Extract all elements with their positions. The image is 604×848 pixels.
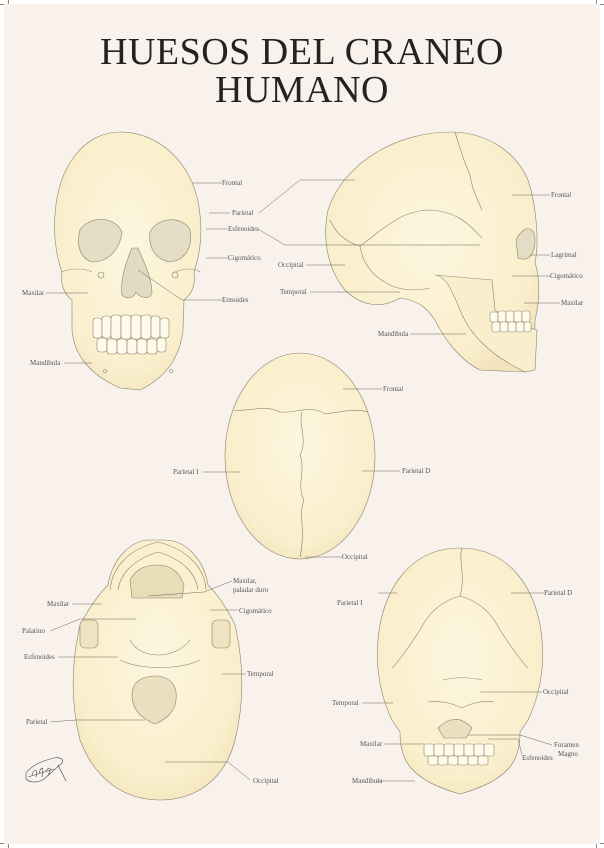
label-superior-occipital: Occipital [342, 553, 368, 561]
label-posterior-parietal-i: Parietal I [337, 599, 363, 607]
label-frontal-maxilar: Maxilar [22, 289, 45, 297]
crop-mark [600, 4, 604, 5]
skull-inferior-view [72, 539, 243, 801]
label-posterior-temporal: Temporal [332, 699, 359, 707]
skull-frontal-view [54, 131, 202, 391]
label-inferior-maxilar-paladar-1: Maxilar, [233, 577, 257, 585]
crop-mark [596, 0, 597, 4]
skull-lateral-view [325, 131, 540, 373]
label-inferior-esfenoides: Esfenoides [24, 653, 55, 661]
label-posterior-esfenoides: Esfenoides [522, 754, 553, 762]
crop-mark [600, 843, 604, 844]
label-frontal-frontal: Frontal [222, 179, 243, 187]
label-frontal-parietal: Parietal [232, 209, 254, 217]
poster-title-line2: HUMANO [215, 69, 389, 111]
label-frontal-esfenoides: Esfenoides [228, 225, 259, 233]
skull-posterior-view [377, 547, 543, 795]
label-inferior-parietal: Parietal [26, 718, 48, 726]
label-inferior-maxilar-paladar-2: paladar duro [233, 586, 269, 594]
label-posterior-mandibula: Mandíbula [352, 777, 383, 785]
skull-superior-view [224, 352, 376, 560]
artist-signature-icon [25, 757, 67, 783]
crop-mark [8, 0, 9, 4]
label-inferior-occipital: Occipital [253, 777, 279, 785]
label-lateral-lagrimal: Lagrimal [551, 251, 577, 259]
crop-mark [0, 843, 4, 844]
label-posterior-parietal-d: Parietal D [544, 589, 573, 597]
label-superior-frontal: Frontal [383, 385, 404, 393]
label-lateral-temporal: Temporal [280, 288, 307, 296]
label-posterior-occipital: Occipital [543, 688, 569, 696]
label-posterior-maxilar: Maxilar [360, 740, 383, 748]
label-lateral-cigomatico: Cigomático [550, 272, 583, 280]
label-superior-parietal-i: Parietal I [173, 468, 199, 476]
label-lateral-maxilar: Maxilar [561, 299, 584, 307]
label-posterior-foramen-2: Magno [558, 750, 578, 758]
poster-title-line1: HUESOS DEL CRANEO [100, 31, 504, 73]
label-inferior-cigomatico: Cigomático [239, 607, 272, 615]
label-posterior-foramen-1: Foramen [554, 741, 579, 749]
label-inferior-temporal: Temporal [247, 670, 274, 678]
label-inferior-maxilar: Maxilar [47, 600, 70, 608]
crop-mark [0, 4, 4, 5]
label-lateral-occipital: Occipital [278, 261, 304, 269]
label-frontal-etmoides: Etmoides [222, 296, 249, 304]
leader-lines [46, 179, 560, 782]
crop-mark [8, 844, 9, 848]
label-superior-parietal-d: Parietal D [402, 467, 431, 475]
label-lateral-mandibula: Mandíbula [378, 330, 409, 338]
label-frontal-mandibula: Mandíbula [30, 359, 61, 367]
label-lateral-frontal: Frontal [551, 191, 572, 199]
label-frontal-cigomatico: Cigomático [228, 254, 261, 262]
label-inferior-palatino: Palatino [22, 627, 45, 635]
crop-mark [596, 844, 597, 848]
